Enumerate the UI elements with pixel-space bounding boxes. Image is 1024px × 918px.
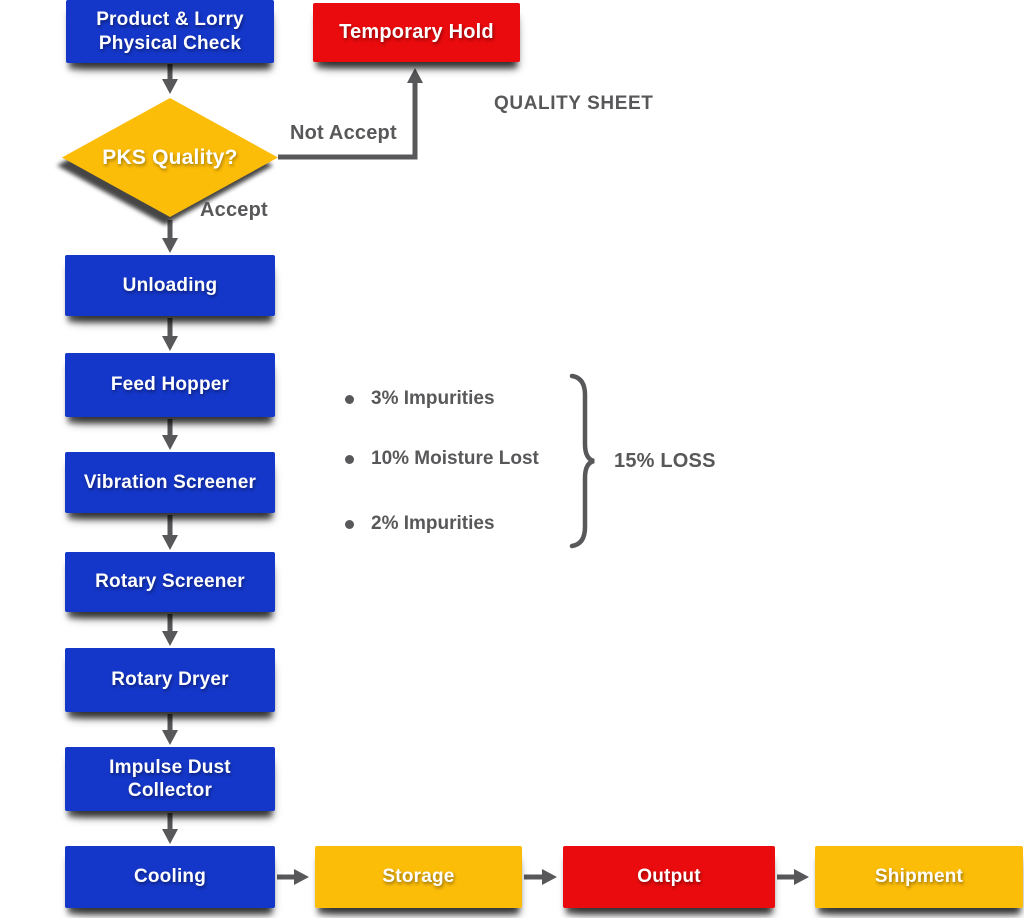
node-label: Temporary Hold xyxy=(339,21,494,44)
loss-total-label: 15% LOSS xyxy=(614,450,716,472)
node-rotary-dryer: Rotary Dryer xyxy=(65,648,275,712)
node-label: Rotary Dryer xyxy=(111,669,229,691)
node-cooling: Cooling xyxy=(65,846,275,908)
bullet-dot-icon xyxy=(345,519,354,529)
node-label: Rotary Screener xyxy=(95,571,245,593)
node-label: Unloading xyxy=(122,274,218,296)
node-label: Impulse Dust Collector xyxy=(109,756,231,801)
loss-item-row: 10% Moisture Lost xyxy=(345,448,539,470)
node-label: Output xyxy=(637,866,701,888)
node-label: Product & Lorry Physical Check xyxy=(96,9,244,54)
node-shipment: Shipment xyxy=(815,846,1023,908)
loss-item-label: 2% Impurities xyxy=(371,513,495,534)
decision-pks-quality-wrap: PKS Quality? xyxy=(62,98,278,217)
node-label: Vibration Screener xyxy=(83,471,257,493)
node-output: Output xyxy=(563,846,775,908)
node-label: Cooling xyxy=(133,866,207,888)
node-product-lorry-physical-check: Product & Lorry Physical Check xyxy=(66,0,274,63)
node-impulse-dust-collector: Impulse Dust Collector xyxy=(65,747,275,811)
bullet-dot-icon xyxy=(345,394,354,404)
quality-sheet-label: QUALITY SHEET xyxy=(494,93,654,114)
loss-item-row: 2% Impurities xyxy=(345,513,495,535)
node-label: Storage xyxy=(382,866,455,888)
node-unloading: Unloading xyxy=(65,255,275,316)
node-rotary-screener: Rotary Screener xyxy=(65,552,275,612)
loss-brace xyxy=(569,373,595,549)
bullet-dot-icon xyxy=(345,454,354,464)
edge-label-not-accept: Not Accept xyxy=(290,122,397,144)
node-vibration-screener: Vibration Screener xyxy=(65,452,275,513)
edge-label-accept: Accept xyxy=(200,199,268,221)
node-temporary-hold: Temporary Hold xyxy=(313,3,520,62)
loss-item-row: 3% Impurities xyxy=(345,388,495,410)
node-label: Shipment xyxy=(874,866,964,888)
decision-label: PKS Quality? xyxy=(102,145,238,169)
node-feed-hopper: Feed Hopper xyxy=(65,353,275,417)
loss-item-label: 10% Moisture Lost xyxy=(371,448,539,469)
node-storage: Storage xyxy=(315,846,522,908)
loss-item-label: 3% Impurities xyxy=(371,388,495,409)
node-label: Feed Hopper xyxy=(110,374,230,396)
